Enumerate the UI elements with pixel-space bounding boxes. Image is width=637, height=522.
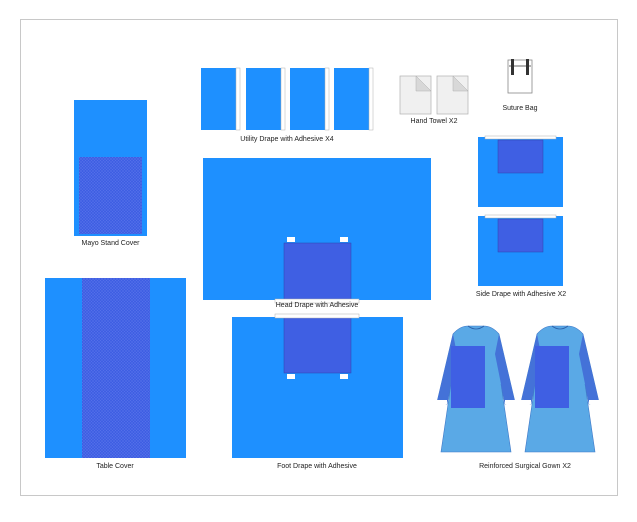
mayo-stand-cover-icon	[74, 100, 147, 236]
surgical-gown-icon	[435, 325, 601, 453]
table-cover-label: Table Cover	[96, 463, 134, 470]
utility-drape-label: Utility Drape with Adhesive X4	[240, 136, 334, 143]
foot-drape-label: Foot Drape with Adhesive	[277, 463, 357, 470]
suture-bag-icon	[507, 59, 533, 94]
side-drape-label: Side Drape with Adhesive X2	[475, 291, 567, 298]
foot-drape-icon	[232, 313, 403, 458]
side-drape-icon	[478, 135, 563, 286]
utility-drape-icon	[201, 67, 374, 131]
table-cover-icon	[45, 278, 186, 458]
head-drape-label: Head Drape with Adhesive	[275, 302, 359, 309]
suture-bag-label: Suture Bag	[502, 105, 538, 112]
hand-towel-icon	[399, 75, 469, 115]
surgical-gown-label: Reinforced Surgical Gown X2	[479, 463, 571, 470]
head-drape-icon	[203, 158, 431, 304]
hand-towel-label: Hand Towel X2	[410, 118, 458, 125]
mayo-stand-cover-label: Mayo Stand Cover	[81, 240, 140, 247]
